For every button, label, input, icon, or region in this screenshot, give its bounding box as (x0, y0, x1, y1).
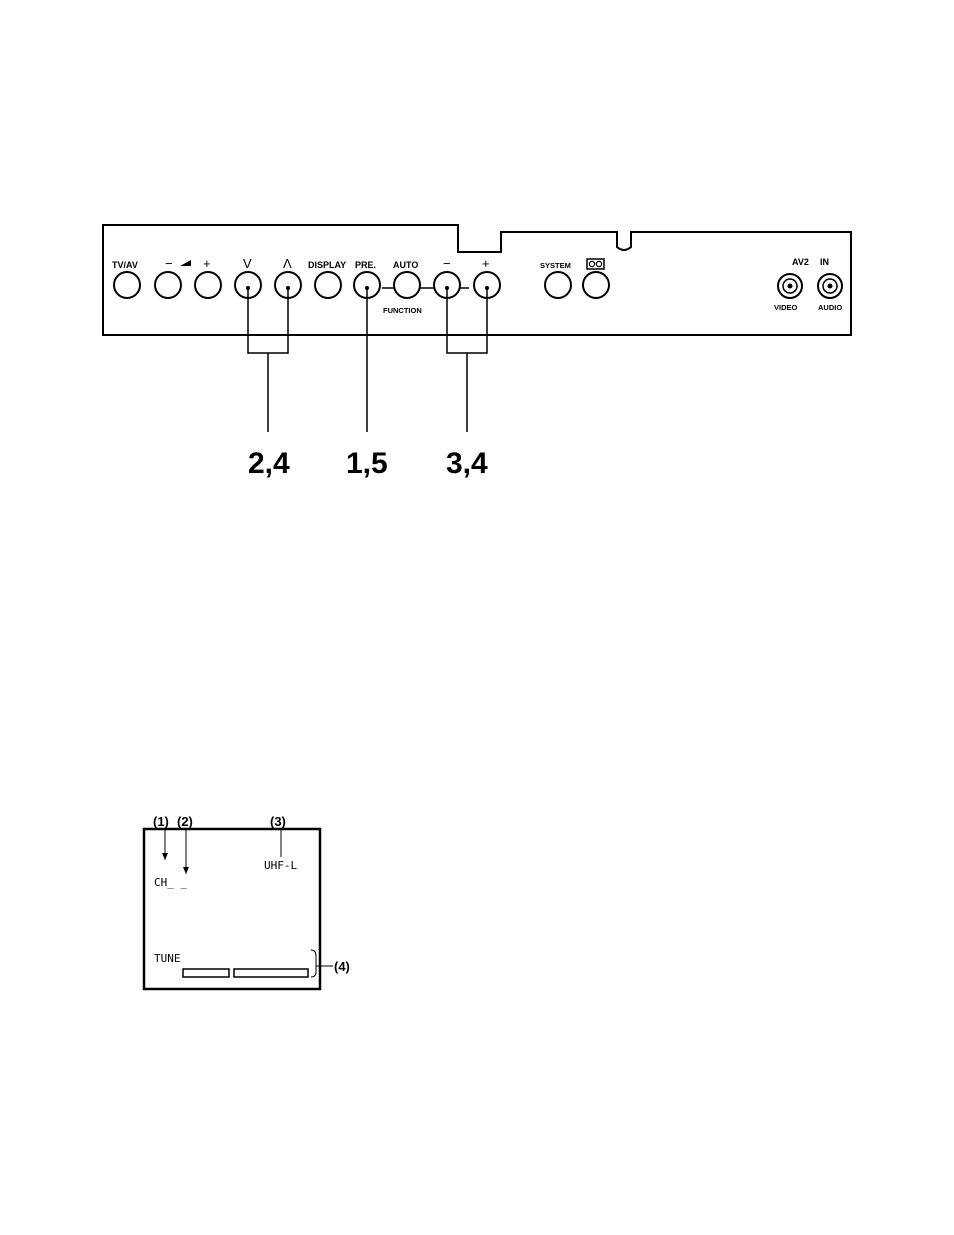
channel-up-label: Λ (283, 256, 292, 271)
callout-channel: 2,4 (248, 447, 290, 480)
osd-ref-3: (3) (270, 814, 286, 829)
pre-label: PRE. (355, 260, 376, 270)
volume-down-button[interactable] (155, 272, 181, 298)
osd-ref-1: (1) (153, 814, 169, 829)
osd-ref-4: (4) (334, 959, 350, 974)
osd-band-text: UHF-L (264, 859, 297, 872)
osd-tune-text: TUNE (154, 952, 181, 965)
callout-pre: 1,5 (346, 447, 388, 480)
osd-tune-bar-right (234, 969, 308, 977)
auto-label: AUTO (393, 260, 418, 270)
callout-function: 3,4 (446, 447, 488, 480)
channel-down-label: V (243, 256, 252, 271)
channel-bracket-line (248, 288, 288, 432)
system-label: SYSTEM (540, 261, 571, 270)
volume-ramp-icon (180, 260, 191, 266)
system-button[interactable] (545, 272, 571, 298)
function-label: FUNCTION (383, 306, 422, 315)
mode-button[interactable] (583, 272, 609, 298)
tv-av-label: TV/AV (112, 260, 138, 270)
audio-label: AUDIO (818, 303, 842, 312)
function-plus-label: + (482, 256, 490, 271)
osd-screen (144, 829, 320, 989)
in-label: IN (820, 257, 829, 267)
video-label: VIDEO (774, 303, 798, 312)
audio-jack[interactable] (818, 274, 842, 298)
volume-up-button[interactable] (195, 272, 221, 298)
video-jack[interactable] (778, 274, 802, 298)
tv-av-button[interactable] (114, 272, 140, 298)
osd-tune-bar-left (183, 969, 229, 977)
display-label: DISPLAY (308, 260, 346, 270)
function-bracket-line (447, 288, 487, 432)
osd-ref-2: (2) (177, 814, 193, 829)
volume-plus-label: + (203, 256, 211, 271)
volume-minus-label: − (165, 256, 173, 271)
mode-icon (587, 259, 604, 269)
function-minus-label: − (443, 256, 451, 271)
display-button[interactable] (315, 272, 341, 298)
osd-channel-text: CH_ _ (154, 876, 187, 889)
auto-button[interactable] (394, 272, 420, 298)
av2-label: AV2 (792, 257, 809, 267)
